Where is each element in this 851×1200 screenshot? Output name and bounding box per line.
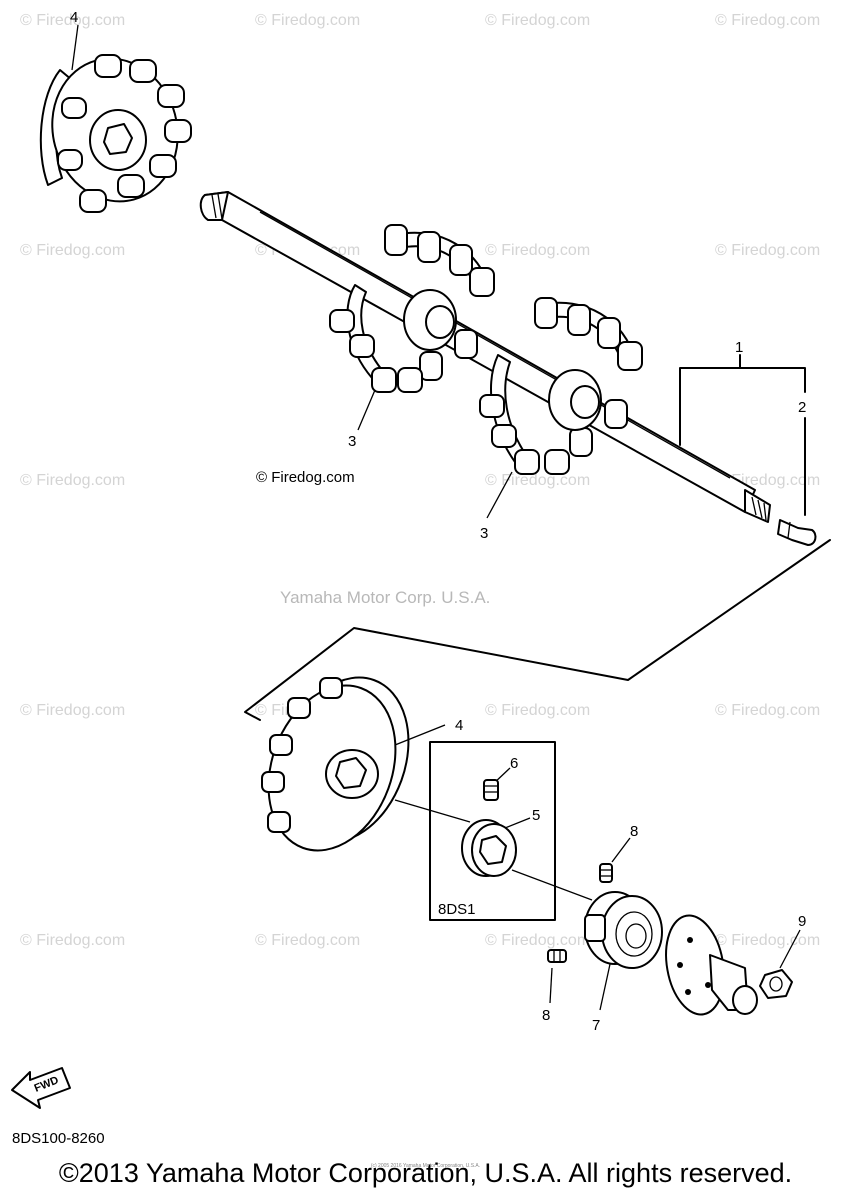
part-label-8: 8 <box>630 823 638 840</box>
nut-9 <box>759 969 793 999</box>
part-label-6: 6 <box>510 755 518 772</box>
sprocket-wheel-bottom <box>261 676 410 852</box>
part-label-2: 2 <box>798 399 806 416</box>
watermark-grid: © Firedog.com © Firedog.com © Firedog.co… <box>20 12 820 949</box>
center-watermark: Yamaha Motor Corp. U.S.A. <box>280 588 490 607</box>
sprocket-wheel-top-left <box>39 54 192 213</box>
watermark: © Firedog.com <box>715 242 820 259</box>
watermark: © Firedog.com <box>485 472 590 489</box>
copyright-notice: ©2013 Yamaha Motor Corporation, U.S.A. A… <box>58 1158 793 1188</box>
leader-lines <box>71 24 801 1011</box>
watermark: © Firedog.com <box>255 932 360 949</box>
bolt-2 <box>777 519 817 546</box>
forward-arrow-icon: FWD <box>11 1067 71 1109</box>
part-label-7: 7 <box>592 1017 600 1034</box>
firedog-label: © Firedog.com <box>256 469 355 486</box>
catalog-code: 8DS100-8260 <box>12 1130 105 1147</box>
callout-bracket-1-2 <box>679 354 806 516</box>
watermark: © Firedog.com <box>485 702 590 719</box>
watermark: © Firedog.com <box>485 242 590 259</box>
part-label-8: 8 <box>542 1007 550 1024</box>
assembly-reference-line <box>244 539 831 721</box>
collar-5 <box>461 819 517 877</box>
fine-print: (c) 2005 2016 Yamaha Motor Corporation, … <box>370 1163 481 1169</box>
part-labels: 4 1 2 3 3 4 6 5 8 8 7 9 <box>70 9 806 1034</box>
set-screw-8-upper <box>599 863 613 883</box>
watermark: © Firedog.com <box>485 12 590 29</box>
part-label-9: 9 <box>798 913 806 930</box>
watermark: © Firedog.com <box>20 242 125 259</box>
bearing-7 <box>584 891 663 969</box>
variant-box-8DS1: 8DS1 <box>429 741 556 921</box>
watermark: © Firedog.com <box>715 702 820 719</box>
watermark: © Firedog.com <box>715 12 820 29</box>
set-screw-6 <box>483 779 499 801</box>
variant-box-label: 8DS1 <box>438 901 476 918</box>
hub-flange <box>665 914 758 1016</box>
watermark: © Firedog.com <box>20 702 125 719</box>
sprocket-3-left <box>329 224 495 393</box>
part-label-3: 3 <box>480 525 488 542</box>
watermark: © Firedog.com <box>20 472 125 489</box>
watermark: © Firedog.com <box>715 932 820 949</box>
part-label-1: 1 <box>735 339 743 356</box>
part-label-5: 5 <box>532 807 540 824</box>
part-label-4: 4 <box>455 717 463 734</box>
watermark: © Firedog.com <box>20 12 125 29</box>
drive-shaft <box>199 191 771 523</box>
sprocket-3-right <box>479 297 643 475</box>
watermark: © Firedog.com <box>485 932 590 949</box>
part-label-3: 3 <box>348 433 356 450</box>
set-screw-8-lower <box>547 949 567 963</box>
watermark: © Firedog.com <box>255 12 360 29</box>
part-label-4: 4 <box>70 9 78 26</box>
watermark: © Firedog.com <box>20 932 125 949</box>
